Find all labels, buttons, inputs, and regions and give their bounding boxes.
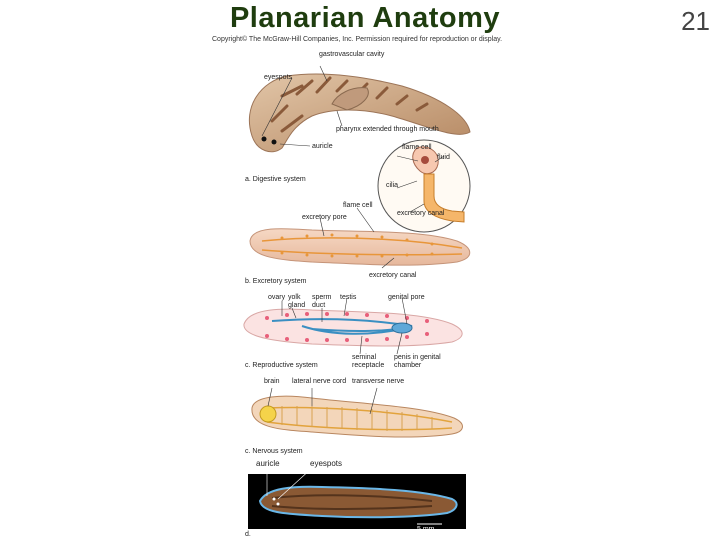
digestive-diagram xyxy=(248,65,471,153)
label-pharynx: pharynx extended through mouth xyxy=(336,126,439,133)
label-excretory-pore: excretory pore xyxy=(302,214,347,221)
caption-reproductive: c. Reproductive system xyxy=(245,362,318,369)
reproductive-diagram xyxy=(243,297,463,355)
label-gastrovascular-cavity: gastrovascular cavity xyxy=(319,51,385,58)
label-yolk-gland: yolk gland xyxy=(288,294,306,309)
excretory-body xyxy=(249,228,471,266)
caption-nervous: c. Nervous system xyxy=(245,448,303,455)
label-brain: brain xyxy=(264,378,280,385)
label-auricle: auricle xyxy=(312,143,333,150)
label-photo-auricle: auricle xyxy=(256,459,280,468)
photo-worm-body xyxy=(258,485,458,519)
label-inset-cilia: cilia xyxy=(386,182,399,189)
planarian-photo xyxy=(248,467,466,529)
caption-digestive: a. Digestive system xyxy=(245,176,306,183)
genital-chamber-shape xyxy=(391,322,413,334)
label-photo-eyespots: eyespots xyxy=(310,459,343,468)
digestive-body xyxy=(248,73,471,153)
slide-number: 21 xyxy=(681,6,710,36)
excretory-canal-tube xyxy=(423,173,465,223)
label-genital-pore: genital pore xyxy=(388,294,425,301)
copyright-notice: Copyright© The McGraw-Hill Companies, In… xyxy=(212,36,503,43)
planarian-illustration xyxy=(243,65,471,529)
reproductive-body xyxy=(243,308,463,347)
label-inset-excretory-canal: excretory canal xyxy=(397,210,445,217)
label-flame-cell: flame cell xyxy=(343,202,373,209)
label-excretory-canal: excretory canal xyxy=(369,272,417,279)
eyespot-left xyxy=(261,136,267,142)
nervous-diagram xyxy=(251,387,463,438)
flame-cell-inset xyxy=(377,139,471,233)
label-lateral-nerve-cord: lateral nerve cord xyxy=(292,378,347,385)
pharynx-shape xyxy=(331,87,369,111)
transverse-nerves xyxy=(281,406,433,431)
label-penis: penis in genital chamber xyxy=(394,354,441,369)
label-eyespots: eyespots xyxy=(264,74,293,81)
label-seminal-receptacle: seminal receptacle xyxy=(352,354,385,369)
label-photo-scale: 5 mm xyxy=(417,526,435,533)
label-inset-flame-cell: flame cell xyxy=(402,144,432,151)
label-transverse-nerve: transverse nerve xyxy=(352,378,405,385)
label-ovary: ovary xyxy=(268,294,286,301)
slide-title: Planarian Anatomy xyxy=(229,2,501,34)
brain-ganglion xyxy=(259,405,277,423)
label-testis: testis xyxy=(340,294,357,301)
label-sperm-duct: sperm duct xyxy=(312,294,332,309)
excretory-diagram xyxy=(249,207,471,269)
label-inset-fluid: fluid xyxy=(437,154,450,161)
caption-photo: d. xyxy=(245,531,251,538)
nerve-cords xyxy=(266,406,453,431)
caption-excretory: b. Excretory system xyxy=(245,278,307,285)
planarian-figure: Copyright© The McGraw-Hill Companies, In… xyxy=(212,36,512,540)
eyespot-right xyxy=(271,139,277,145)
